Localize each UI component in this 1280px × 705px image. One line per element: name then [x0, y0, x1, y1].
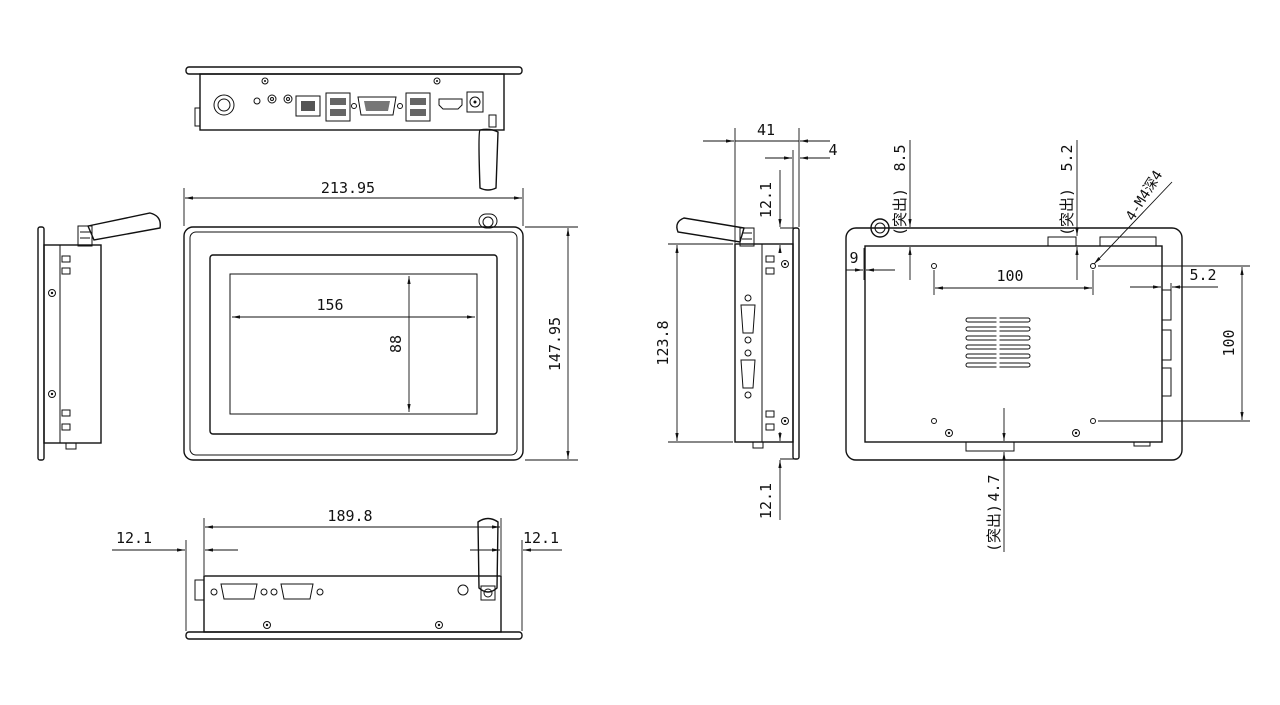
antenna-icon	[477, 517, 499, 601]
screw-icon	[48, 390, 56, 398]
label-side-bottom-offset: 12.1	[757, 483, 775, 519]
db9-port-icon	[270, 583, 324, 600]
label-bottom-left-margin: 12.1	[116, 529, 152, 547]
screw-icon	[261, 77, 269, 85]
screw-icon	[263, 621, 271, 629]
screw-icon	[435, 621, 443, 629]
right-side-view: 41 4 12.1 12.1 123.8	[654, 121, 838, 520]
usb-port-icon	[405, 92, 431, 122]
label-rear-bottom-protrusion: 4.7	[985, 474, 1003, 501]
label-mount-holes: 4-M4深4	[1123, 168, 1166, 224]
screw-icon	[781, 260, 789, 268]
top-bezel	[185, 66, 523, 75]
db9-port-icon	[210, 583, 268, 600]
antenna-icon	[478, 213, 498, 229]
screen-frame	[209, 254, 498, 435]
usb-port-icon	[325, 92, 351, 122]
rj45-port-icon	[295, 95, 321, 117]
label-rear-v-spacing: 100	[1220, 329, 1238, 356]
screw-icon	[433, 77, 441, 85]
top-side-tab	[194, 107, 201, 127]
left-side-view	[37, 212, 161, 461]
antenna-icon	[870, 218, 890, 238]
mount-hole-icon	[931, 418, 937, 424]
audio-jack-icon	[283, 94, 293, 104]
top-chassis	[199, 73, 505, 131]
power-button-icon	[213, 94, 235, 116]
label-screen-width: 156	[316, 296, 343, 314]
bottom-view: 189.8 12.1 12.1	[112, 507, 562, 640]
rear-view: 100 100 9 5.2 8.5 (突出) 5.2 (突出) 4-M4深4 4…	[845, 140, 1250, 552]
rear-bezel	[845, 227, 1183, 461]
mount-hole-icon	[1090, 418, 1096, 424]
db9-port-icon	[740, 294, 756, 344]
label-side-height: 123.8	[654, 320, 672, 365]
mount-hole-icon	[931, 263, 937, 269]
vent-grille-icon	[965, 316, 1031, 369]
audio-jack-icon	[267, 94, 277, 104]
screw-icon	[781, 417, 789, 425]
front-view: 213.95 147.95 156 88	[183, 179, 578, 461]
active-screen	[229, 273, 478, 415]
label-protrusion-3: (突出)	[985, 504, 1003, 552]
label-protrusion-2: (突出)	[1058, 188, 1076, 236]
rear-top-connector	[1099, 236, 1157, 247]
rside-bezel	[792, 227, 800, 460]
label-side-flange: 4	[828, 141, 837, 159]
label-bottom-width: 189.8	[327, 507, 372, 525]
side-chassis	[43, 244, 102, 444]
label-bottom-right-margin: 12.1	[523, 529, 559, 547]
rside-chassis	[734, 243, 794, 443]
label-side-depth: 41	[757, 121, 775, 139]
antenna-icon	[676, 217, 755, 247]
label-front-width: 213.95	[321, 179, 375, 197]
antenna-icon	[77, 212, 161, 247]
screw-icon	[945, 429, 953, 437]
label-protrusion-1: (突出)	[891, 188, 909, 236]
screw-icon	[48, 289, 56, 297]
antenna-icon	[478, 114, 499, 191]
label-rear-right-offset: 5.2	[1189, 266, 1216, 284]
vga-port-icon	[351, 96, 403, 116]
side-bezel	[37, 226, 45, 461]
label-side-top-offset: 12.1	[757, 182, 775, 218]
front-bezel	[183, 226, 524, 461]
hdmi-port-icon	[438, 98, 463, 110]
led-icon	[253, 97, 261, 105]
dc-jack-icon	[466, 91, 484, 113]
label-screen-height: 88	[387, 335, 405, 353]
bottom-hole-icon	[457, 584, 469, 596]
rear-bottom-connector	[965, 441, 1015, 452]
bottom-bezel	[185, 631, 523, 640]
label-rear-h-spacing: 100	[996, 267, 1023, 285]
screw-icon	[1072, 429, 1080, 437]
top-view	[185, 66, 523, 191]
label-rear-left-offset: 9	[849, 249, 858, 267]
label-front-height: 147.95	[546, 317, 564, 371]
front-bezel-inner	[189, 231, 518, 456]
label-rear-top-protrusion: 8.5	[891, 144, 909, 171]
label-rear-top-protrusion-2: 5.2	[1058, 144, 1076, 171]
rear-right-connector	[1161, 289, 1172, 321]
mount-hole-icon	[1090, 263, 1096, 269]
rear-right-connector	[1161, 367, 1172, 397]
rear-right-connector	[1161, 329, 1172, 361]
db9-port-icon	[740, 349, 756, 399]
rear-top-connector	[1047, 236, 1077, 247]
